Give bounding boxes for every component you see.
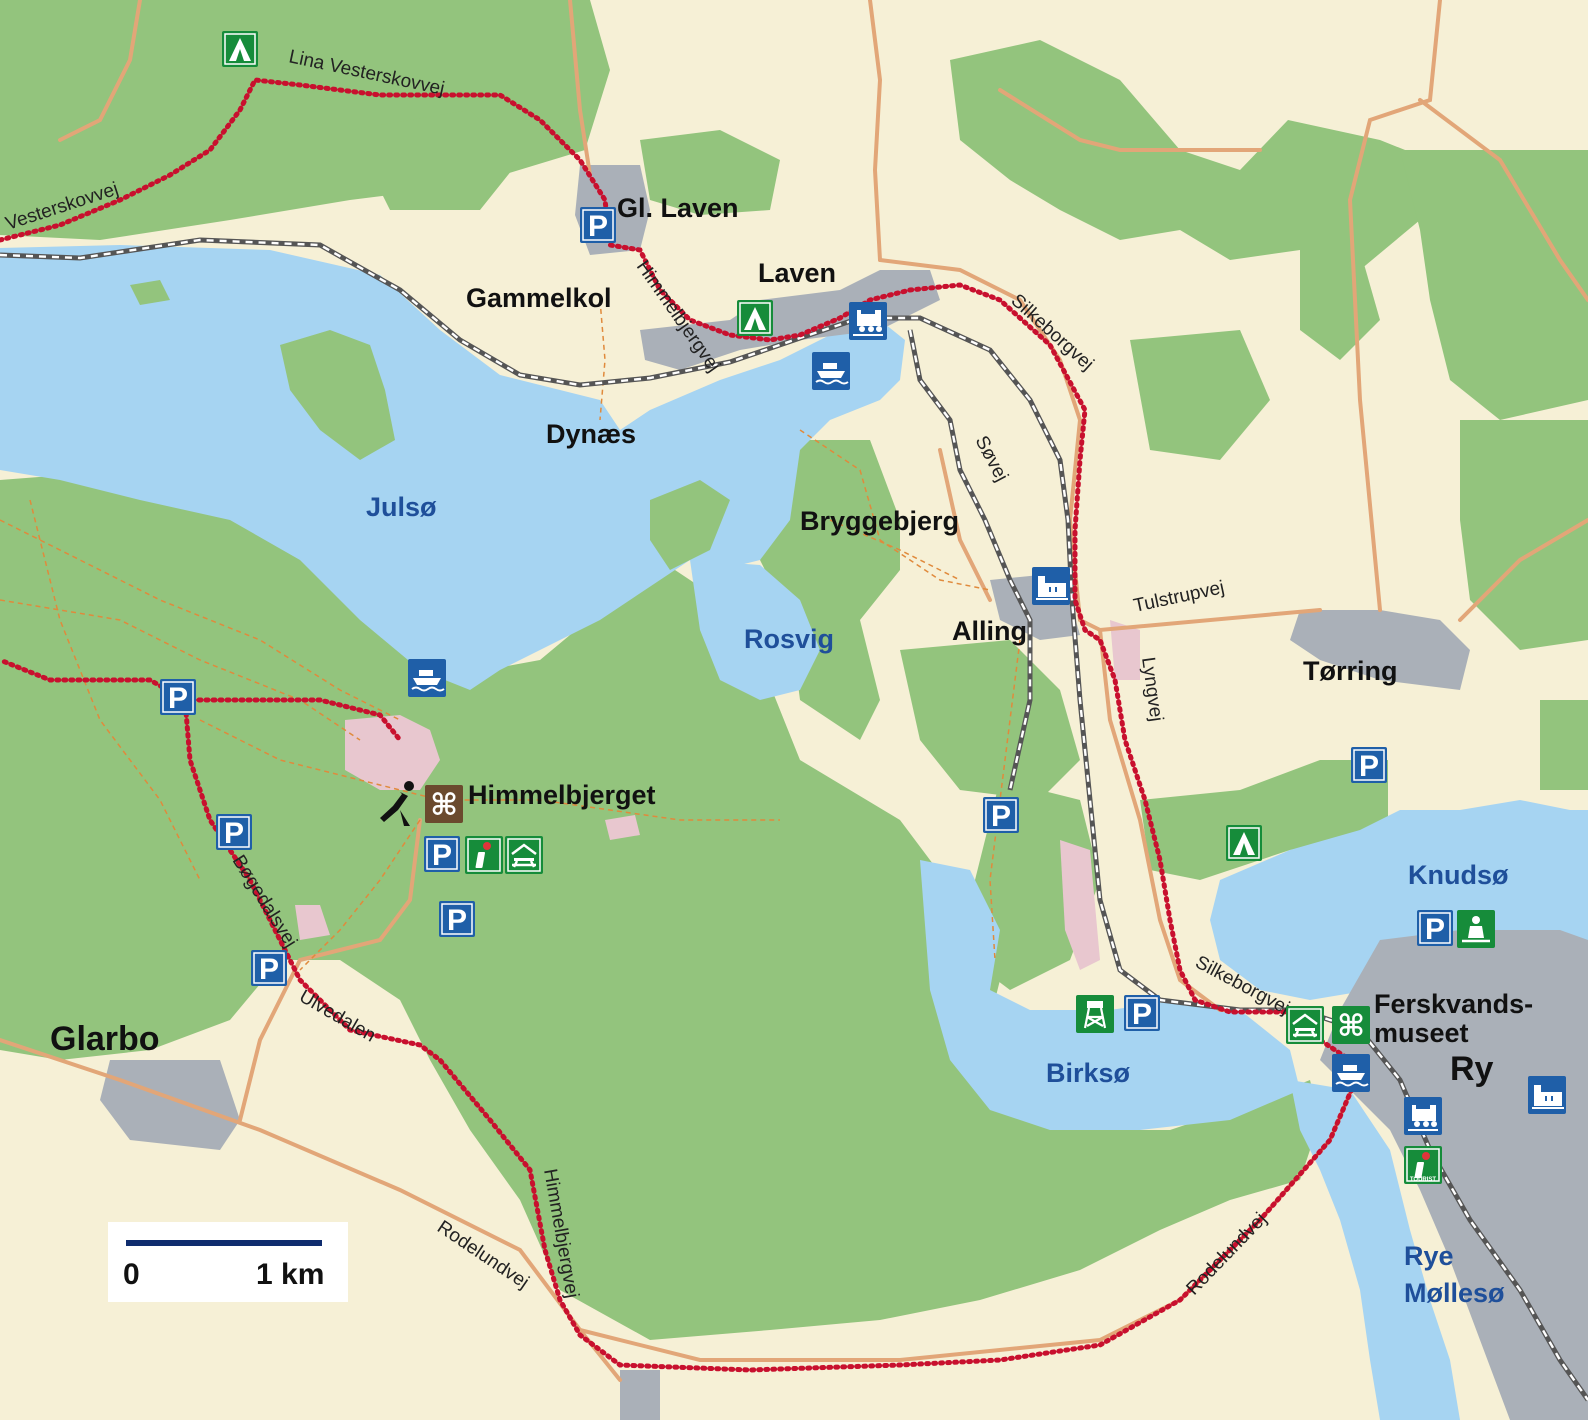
parking-icon[interactable] (579, 206, 617, 244)
info-icon[interactable] (464, 835, 504, 875)
church-icon[interactable] (1528, 1076, 1566, 1114)
parking-icon[interactable] (423, 835, 461, 873)
tourist-label: TOURIST (1410, 1177, 1437, 1183)
picnic-shelter-icon[interactable] (1284, 1004, 1326, 1046)
campsite-icon[interactable] (221, 30, 259, 68)
map-icons: TOURIST (159, 30, 1566, 1185)
place-ferskvands: Ferskvands- (1374, 989, 1533, 1019)
special-areas (295, 620, 1140, 970)
parking-icon[interactable] (1350, 746, 1388, 784)
hiking-route (0, 77, 1363, 1373)
place-museet: museet (1374, 1018, 1469, 1048)
hiker-icon (380, 781, 414, 826)
town-areas (100, 165, 1588, 1420)
bathing-icon[interactable] (1455, 908, 1497, 950)
campsite-icon[interactable] (736, 299, 774, 337)
parking-icon[interactable] (1416, 909, 1454, 947)
campsite-icon[interactable] (1225, 824, 1263, 862)
place-bryggebjerg: Bryggebjerg (800, 506, 959, 536)
scale-zero: 0 (123, 1258, 140, 1291)
water-rosvig: Rosvig (744, 624, 834, 654)
place-ry: Ry (1450, 1050, 1494, 1088)
lake-julso (0, 245, 905, 690)
attraction-icon[interactable] (425, 785, 463, 823)
place-himmelbjerget: Himmelbjerget (468, 780, 656, 810)
railway (0, 237, 1588, 1402)
water-julso: Julsø (366, 492, 437, 522)
water-rye: Rye (1404, 1241, 1454, 1271)
water-birkso: Birksø (1046, 1058, 1131, 1088)
picnic-shelter-icon[interactable] (503, 834, 545, 876)
water-labels: Julsø Rosvig Knudsø Birksø Rye Møllesø (366, 492, 1509, 1308)
parking-icon[interactable] (438, 900, 476, 938)
parking-icon[interactable] (250, 949, 288, 987)
water-mollesoe: Møllesø (1404, 1278, 1505, 1308)
parking-icon[interactable] (215, 813, 253, 851)
place-gl-laven: Gl. Laven (617, 193, 739, 223)
islands (130, 280, 730, 570)
place-gammelkol: Gammelkol (466, 283, 612, 313)
place-glarbo: Glarbo (50, 1020, 160, 1058)
attraction-icon[interactable] (1332, 1006, 1370, 1044)
parking-icon[interactable] (159, 678, 197, 716)
place-torring: Tørring (1303, 656, 1398, 686)
place-labels: Gl. Laven Laven Gammelkol Dynæs Bryggebj… (50, 193, 1533, 1088)
lake-birkso (920, 860, 1300, 1130)
place-alling: Alling (952, 616, 1027, 646)
place-dynaes: Dynæs (546, 419, 636, 449)
ferry-icon[interactable] (1331, 1053, 1371, 1093)
place-laven: Laven (758, 258, 836, 288)
parking-icon[interactable] (982, 796, 1020, 834)
scale-unit: 1 km (256, 1258, 324, 1291)
lake-rosvig (690, 560, 820, 700)
ferry-icon[interactable] (407, 658, 447, 698)
scale-bar: 0 1 km (108, 1222, 348, 1302)
train-icon[interactable] (849, 302, 887, 340)
parking-icon[interactable] (1123, 994, 1161, 1032)
church-icon[interactable] (1032, 567, 1070, 605)
train-icon[interactable] (1404, 1097, 1442, 1135)
lookout-tower-icon[interactable] (1074, 993, 1116, 1035)
ferry-icon[interactable] (811, 351, 851, 391)
water-knudso: Knudsø (1408, 860, 1509, 890)
lake-rye-mollesoe (1290, 1080, 1460, 1420)
